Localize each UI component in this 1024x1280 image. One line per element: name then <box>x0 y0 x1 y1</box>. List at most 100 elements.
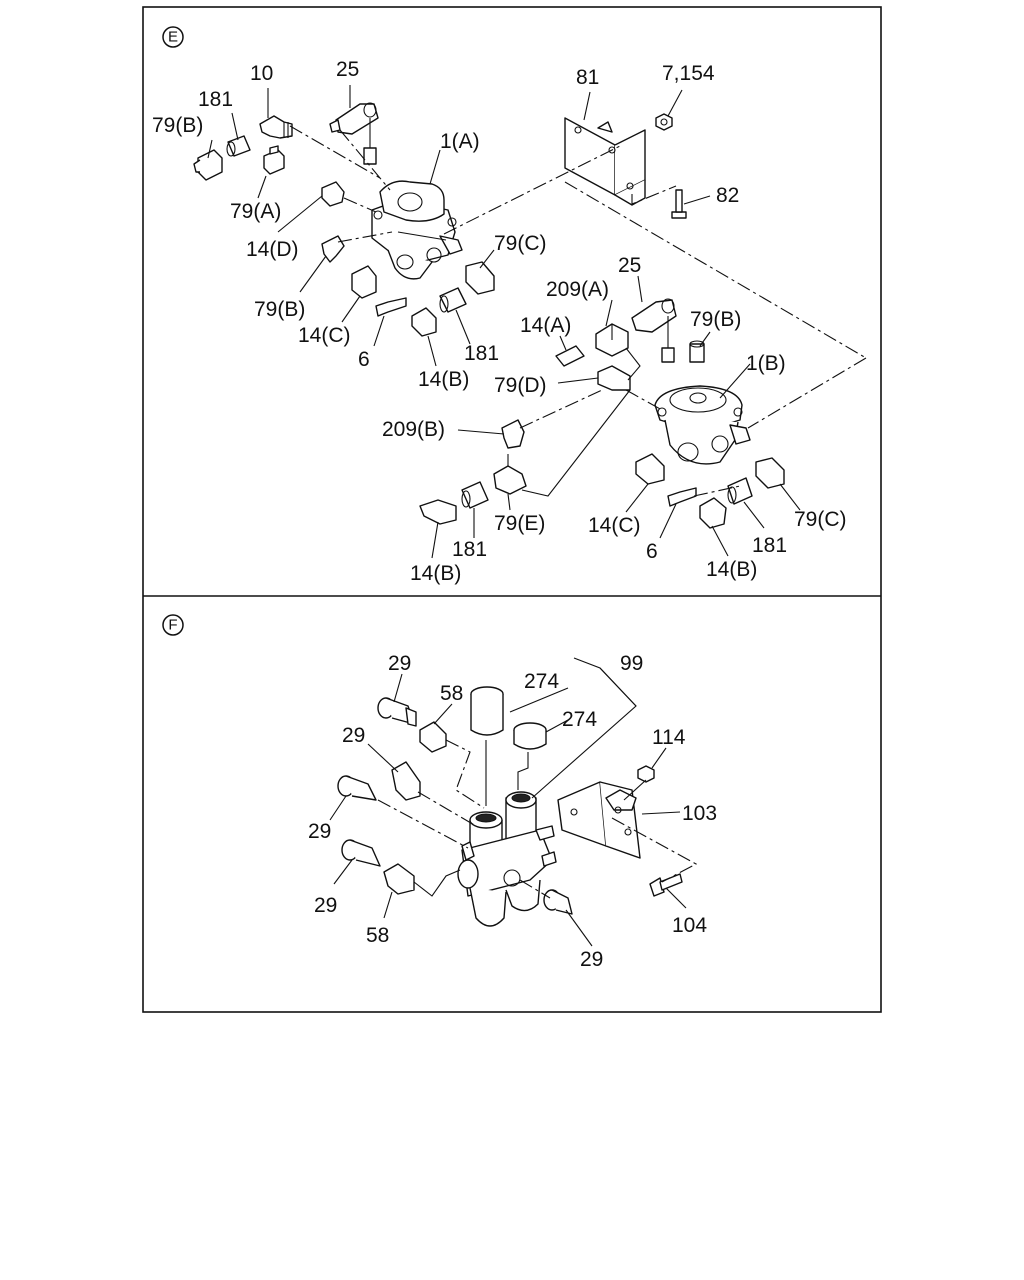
fitting-79c-left <box>465 261 495 295</box>
fitting-79b-left <box>321 235 345 263</box>
label-79c: 79(C) <box>494 232 547 255</box>
protection-valve-body <box>457 791 557 927</box>
label-79b: 79(B) <box>152 114 203 137</box>
label-114: 114 <box>652 726 686 749</box>
relay-valve-1a <box>371 180 463 280</box>
bolt-104 <box>649 873 683 897</box>
label-14c: 14(C) <box>588 514 641 537</box>
diagram-frame <box>142 6 882 1013</box>
section-marker-e: E <box>162 26 184 48</box>
label-29: 29 <box>308 820 331 843</box>
fitting-29-d <box>341 839 381 867</box>
bolt-6-right <box>667 487 697 507</box>
section-e-parts <box>193 85 867 559</box>
fitting-14c-left <box>351 265 377 299</box>
label-25: 25 <box>618 254 641 277</box>
fitting-58-b <box>383 863 415 895</box>
label-14a: 14(A) <box>520 314 571 337</box>
label-14c: 14(C) <box>298 324 351 347</box>
fitting-29-a <box>377 697 417 727</box>
cap-274-left <box>470 686 504 736</box>
label-1a: 1(A) <box>440 130 480 153</box>
label-29: 29 <box>388 652 411 675</box>
relay-valve-1b <box>654 385 751 465</box>
label-82: 82 <box>716 184 739 207</box>
label-181: 181 <box>452 538 487 561</box>
fitting-79b-right <box>689 340 705 363</box>
label-58: 58 <box>366 924 389 947</box>
block-209a <box>595 323 629 357</box>
assembly-line <box>519 389 603 429</box>
label-14d: 14(D) <box>246 238 299 261</box>
label-103: 103 <box>682 802 717 825</box>
label-14b: 14(B) <box>418 368 469 391</box>
assembly-line <box>339 129 391 191</box>
label-29: 29 <box>314 894 337 917</box>
section-marker-e-text: E <box>168 29 178 46</box>
label-29: 29 <box>342 724 365 747</box>
label-14b: 14(B) <box>410 562 461 585</box>
label-181: 181 <box>752 534 787 557</box>
label-79a: 79(A) <box>230 200 281 223</box>
assembly-line <box>443 145 621 235</box>
elbow-10 <box>259 115 293 139</box>
assembly-line <box>631 185 677 205</box>
label-79b: 79(B) <box>690 308 741 331</box>
label-181: 181 <box>198 88 233 111</box>
label-79c: 79(C) <box>794 508 847 531</box>
sleeve-181-top <box>226 135 251 157</box>
assembly-line <box>564 181 867 359</box>
switch-25-right <box>631 298 677 363</box>
label-209a: 209(A) <box>546 278 609 301</box>
label-79b: 79(B) <box>254 298 305 321</box>
sleeve-181-low <box>461 481 489 509</box>
bolt-82 <box>671 189 687 219</box>
label-10: 10 <box>250 62 273 85</box>
label-58: 58 <box>440 682 463 705</box>
tee-79d <box>597 365 631 391</box>
label-7-154: 7,154 <box>662 62 715 85</box>
fitting-29-c <box>337 775 377 801</box>
label-181: 181 <box>464 342 499 365</box>
sleeve-181-right <box>727 477 753 505</box>
section-marker-f-text: F <box>168 617 177 634</box>
leader-lines-f <box>329 657 687 947</box>
label-274: 274 <box>524 670 559 693</box>
fitting-14d <box>321 181 345 207</box>
fitting-14c-right <box>635 453 665 485</box>
assembly-line <box>343 197 377 213</box>
assembly-line <box>521 389 631 497</box>
label-209b: 209(B) <box>382 418 445 441</box>
label-6: 6 <box>646 540 658 563</box>
label-104: 104 <box>672 914 707 937</box>
label-99: 99 <box>620 652 643 675</box>
cross-79e <box>493 454 527 495</box>
assembly-line <box>625 347 641 381</box>
bracket-103 <box>557 781 641 859</box>
switch-25-top <box>329 102 379 165</box>
elbow-14b-right <box>699 497 727 529</box>
fitting-58-a <box>419 721 447 753</box>
assembly-line <box>337 231 393 243</box>
elbow-14b-left <box>411 307 437 337</box>
tee-79a <box>263 145 285 175</box>
fitting-29-b <box>391 761 421 801</box>
bolt-6-left <box>375 297 407 317</box>
label-14b: 14(B) <box>706 558 757 581</box>
assembly-line <box>289 125 381 179</box>
label-1b: 1(B) <box>746 352 786 375</box>
fitting-14a <box>555 345 585 367</box>
assembly-line <box>693 485 741 497</box>
label-6: 6 <box>358 348 370 371</box>
section-f-parts <box>329 657 698 947</box>
assembly-line <box>747 357 867 429</box>
elbow-209b <box>501 419 525 449</box>
fitting-79c-right <box>755 457 785 489</box>
nut-7-154 <box>655 113 673 131</box>
section-marker-f: F <box>162 614 184 636</box>
label-29: 29 <box>580 948 603 971</box>
label-274: 274 <box>562 708 597 731</box>
fitting-79b-top <box>193 149 223 181</box>
assembly-lines-f <box>377 739 698 899</box>
